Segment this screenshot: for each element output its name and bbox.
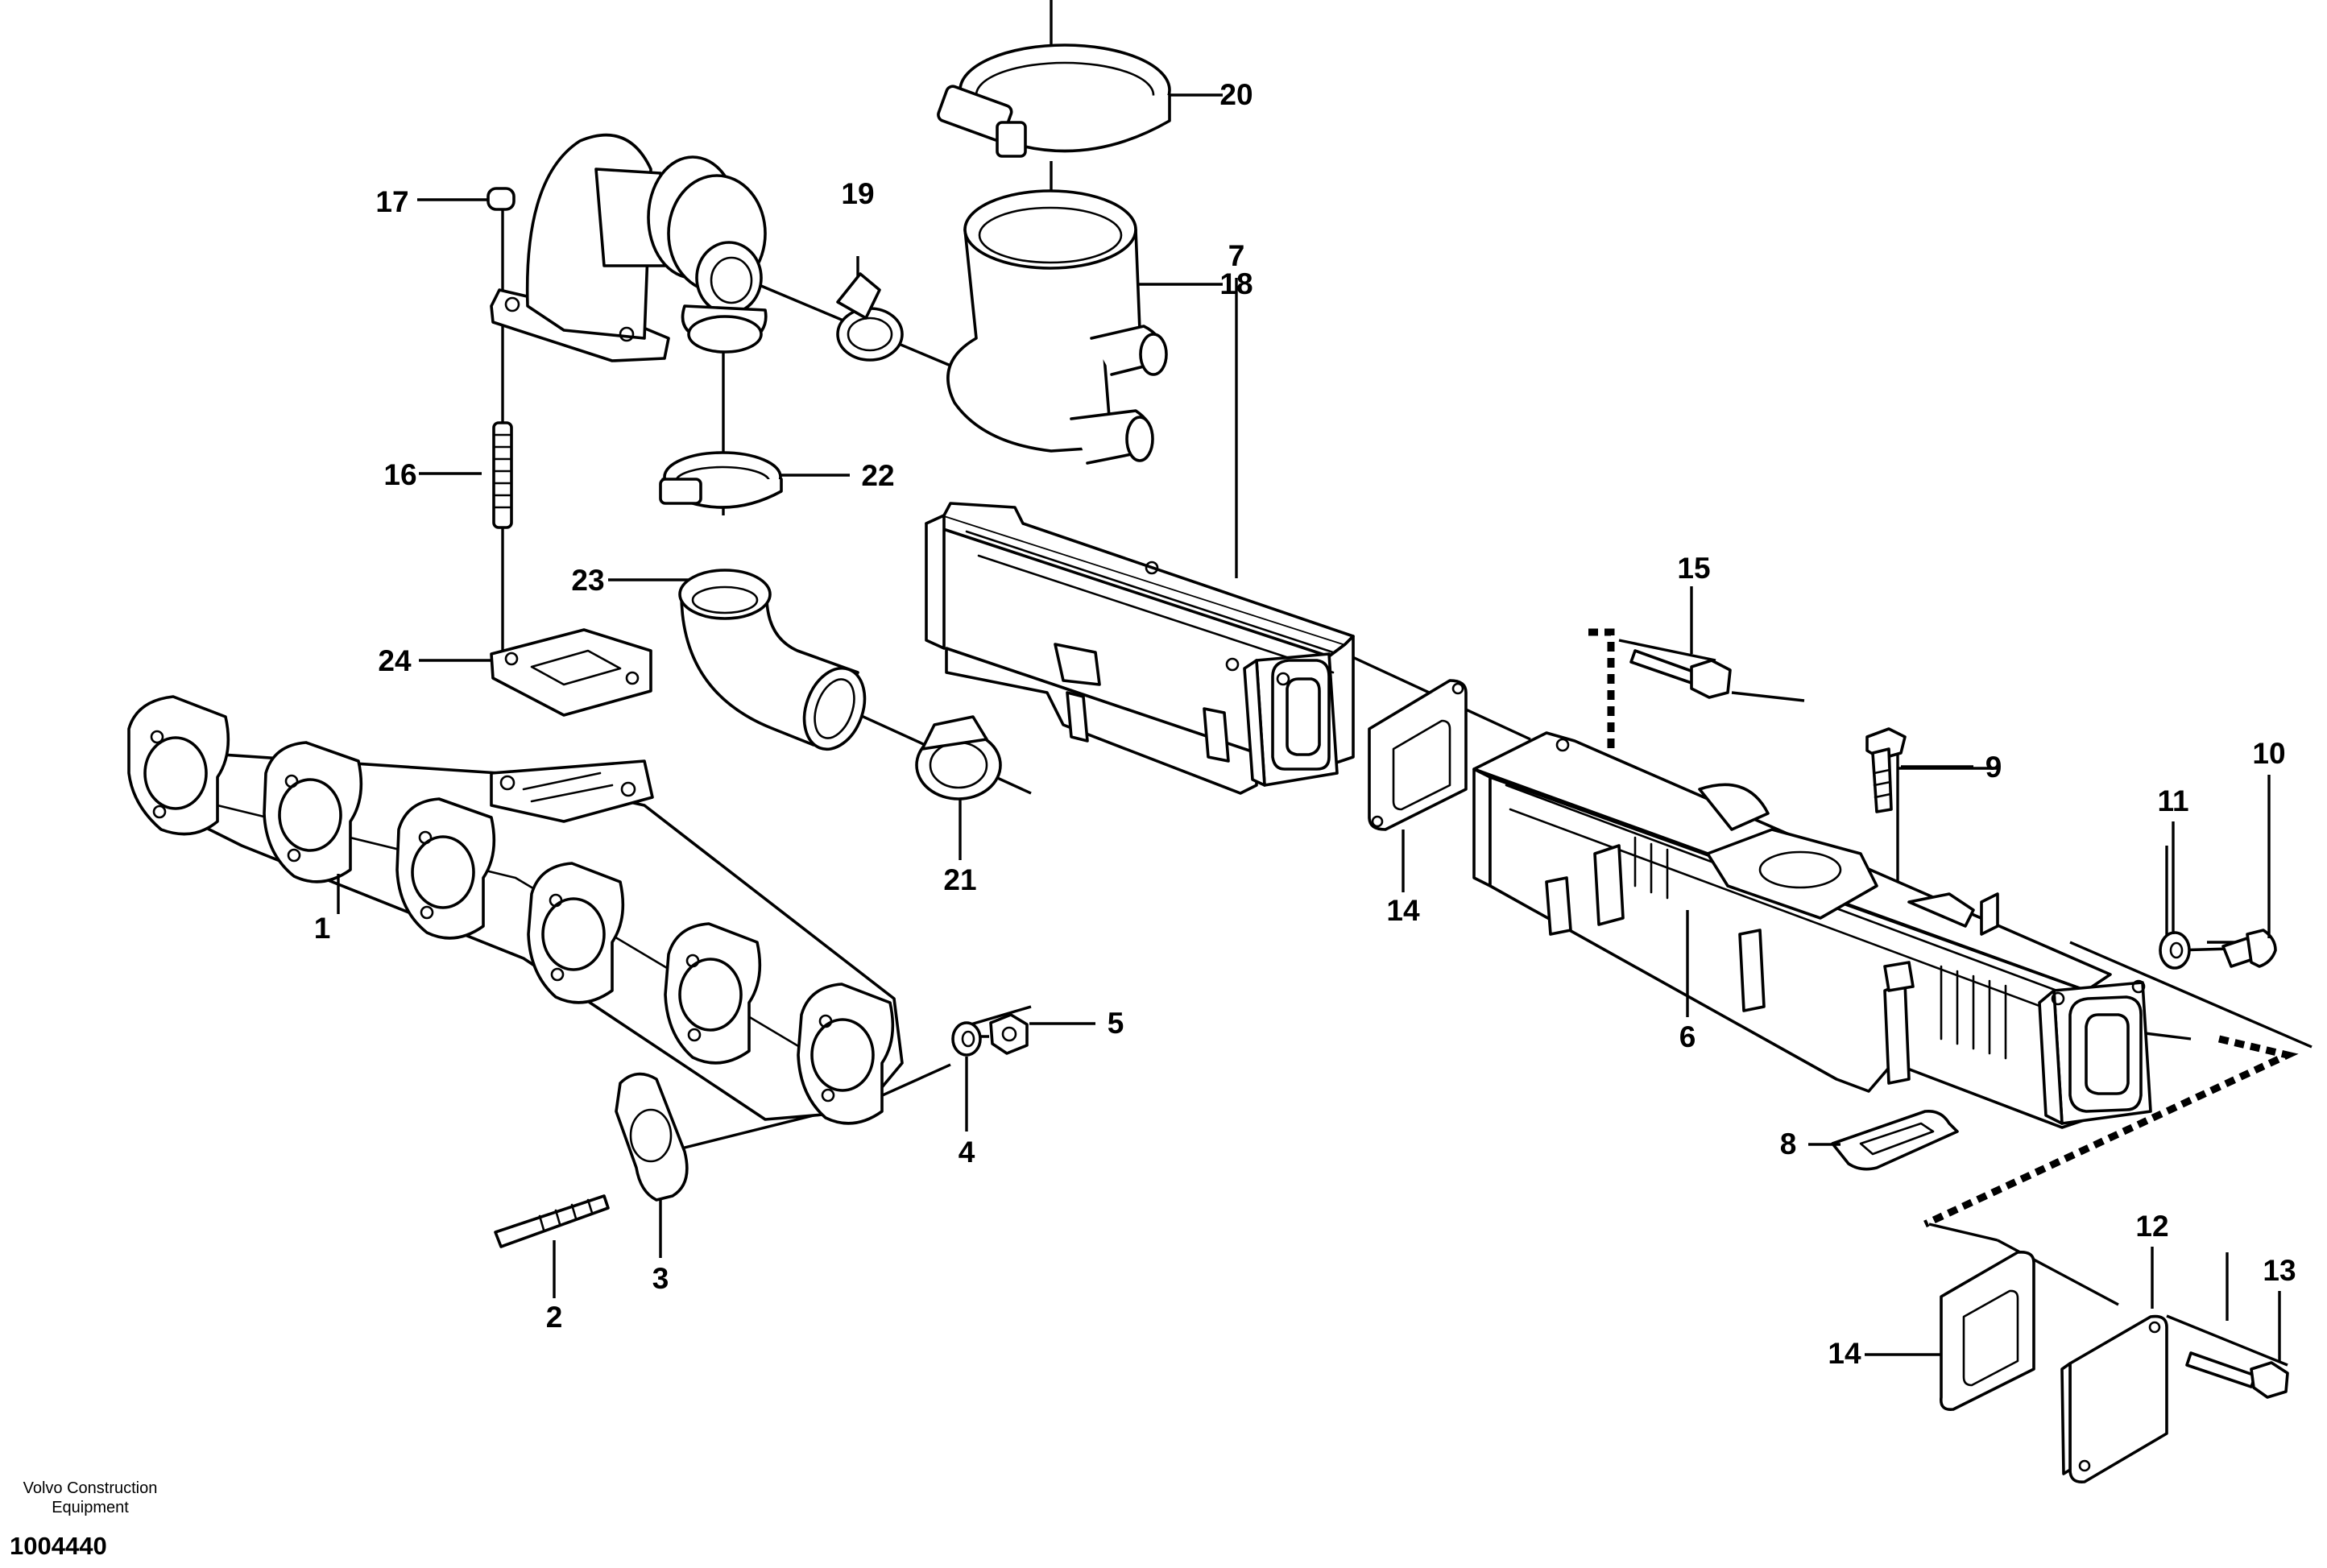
- bolt-13: [2185, 1351, 2289, 1399]
- outlet-elbow-18: [946, 189, 1168, 465]
- callout-21: 21: [943, 863, 976, 896]
- manifold-section-7: [925, 502, 1355, 795]
- hose-elbow-23: [678, 569, 867, 751]
- footer-brand-line1: Volvo Construction: [23, 1479, 158, 1497]
- callout-10: 10: [2252, 737, 2285, 770]
- footer-brand: Volvo Construction Equipment: [10, 1479, 171, 1517]
- hose-clamp-19: [836, 272, 904, 362]
- callout-15: 15: [1677, 552, 1710, 585]
- bolt-10: [2221, 929, 2277, 968]
- callout-13: 13: [2263, 1254, 2296, 1287]
- callout-24: 24: [378, 644, 412, 677]
- exhaust-manifold-1: [127, 695, 904, 1125]
- gasket-8: [1831, 1109, 1959, 1171]
- nut-17: [487, 187, 516, 211]
- turbo-gasket-24: [490, 628, 652, 717]
- callout-22: 22: [861, 459, 894, 492]
- callout-20: 20: [1219, 78, 1253, 111]
- gasket-14-middle: [1368, 679, 1468, 831]
- callout-14-bottom: 14: [1828, 1337, 1861, 1370]
- callout-7: 7: [1228, 239, 1245, 272]
- cover-plate-12: [2060, 1314, 2168, 1484]
- callout-3: 3: [652, 1262, 669, 1295]
- gasket-14-bottom: [1939, 1250, 2035, 1412]
- washer-4: [951, 1021, 982, 1057]
- manifold-section-6: [1472, 731, 2152, 1129]
- callout-18: 18: [1219, 267, 1253, 300]
- dashed-continuation-lines: [1588, 628, 2299, 1228]
- callout-4: 4: [959, 1136, 975, 1169]
- callout-19: 19: [841, 177, 874, 210]
- callout-12: 12: [2135, 1210, 2168, 1243]
- callout-8: 8: [1780, 1127, 1797, 1160]
- callout-17: 17: [375, 185, 408, 218]
- drawing-id: 1004440: [10, 1532, 107, 1560]
- bolt-9: [1865, 727, 1907, 813]
- washer-11: [2159, 931, 2191, 970]
- callout-labels: 1 2 3 4 5 6 7 8 9 10 11 12 13 14 14 15 1…: [314, 78, 2296, 1370]
- callout-23: 23: [571, 564, 604, 597]
- callout-5: 5: [1108, 1007, 1124, 1040]
- bolt-15: [1629, 649, 1732, 699]
- hose-clamp-21: [915, 715, 1002, 801]
- callout-6: 6: [1679, 1020, 1696, 1053]
- footer-brand-line2: Equipment: [52, 1499, 129, 1516]
- nut-5: [989, 1013, 1029, 1055]
- hose-clamp-20: [937, 43, 1171, 158]
- turbocharger: [490, 133, 768, 362]
- callout-14-middle: 14: [1386, 894, 1420, 927]
- callout-2: 2: [546, 1301, 563, 1334]
- callout-1: 1: [314, 912, 331, 945]
- callout-16: 16: [383, 458, 416, 491]
- stud-2: [494, 1194, 610, 1248]
- hose-clamp-22: [659, 451, 783, 509]
- port-gasket-3: [615, 1072, 689, 1202]
- callout-11: 11: [2157, 784, 2188, 817]
- stud-16: [492, 421, 513, 529]
- callout-9: 9: [1985, 751, 2002, 784]
